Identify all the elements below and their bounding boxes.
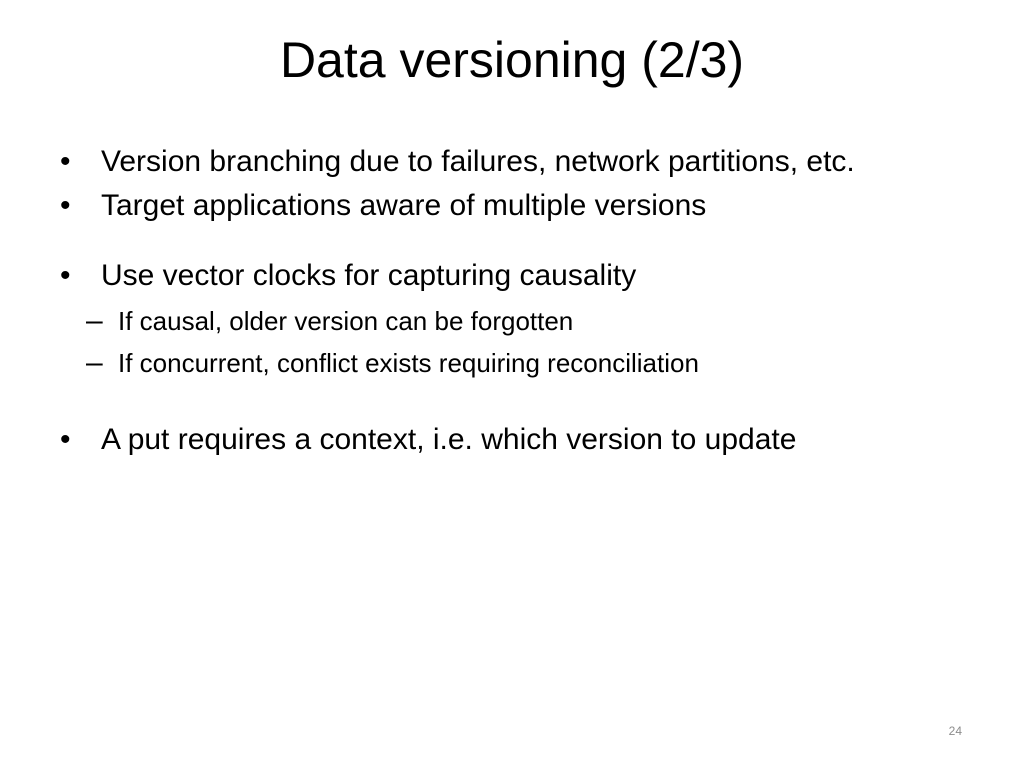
bullet-item: • Target applications aware of multiple … bbox=[60, 184, 960, 228]
sub-bullet-item: – If concurrent, conflict exists requiri… bbox=[74, 342, 960, 384]
bullet-item: • A put requires a context, i.e. which v… bbox=[60, 418, 960, 462]
bullet-marker: • bbox=[60, 423, 71, 456]
bullet-marker: • bbox=[60, 189, 71, 222]
bullet-marker: • bbox=[60, 259, 71, 292]
sub-bullet-item: – If causal, older version can be forgot… bbox=[74, 300, 960, 342]
slide-title: Data versioning (2/3) bbox=[279, 32, 745, 88]
bullet-marker: • bbox=[60, 145, 71, 178]
sub-bullet-list: – If causal, older version can be forgot… bbox=[86, 300, 960, 384]
bullet-item: • Version branching due to failures, net… bbox=[60, 140, 960, 184]
dash-marker: – bbox=[86, 346, 103, 379]
bullet-text: A put requires a context, i.e. which ver… bbox=[101, 423, 797, 456]
bullet-list: • Version branching due to failures, net… bbox=[60, 140, 960, 462]
dash-marker: – bbox=[86, 304, 103, 337]
bullet-text: Target applications aware of multiple ve… bbox=[101, 189, 707, 222]
bullet-text: Use vector clocks for capturing causalit… bbox=[101, 259, 637, 292]
bullet-text: Version branching due to failures, netwo… bbox=[101, 145, 855, 178]
sub-bullet-text: If causal, older version can be forgotte… bbox=[118, 306, 574, 336]
page-number: 24 bbox=[948, 724, 962, 738]
bullet-item: • Use vector clocks for capturing causal… bbox=[60, 254, 960, 384]
sub-bullet-text: If concurrent, conflict exists requiring… bbox=[118, 348, 699, 378]
